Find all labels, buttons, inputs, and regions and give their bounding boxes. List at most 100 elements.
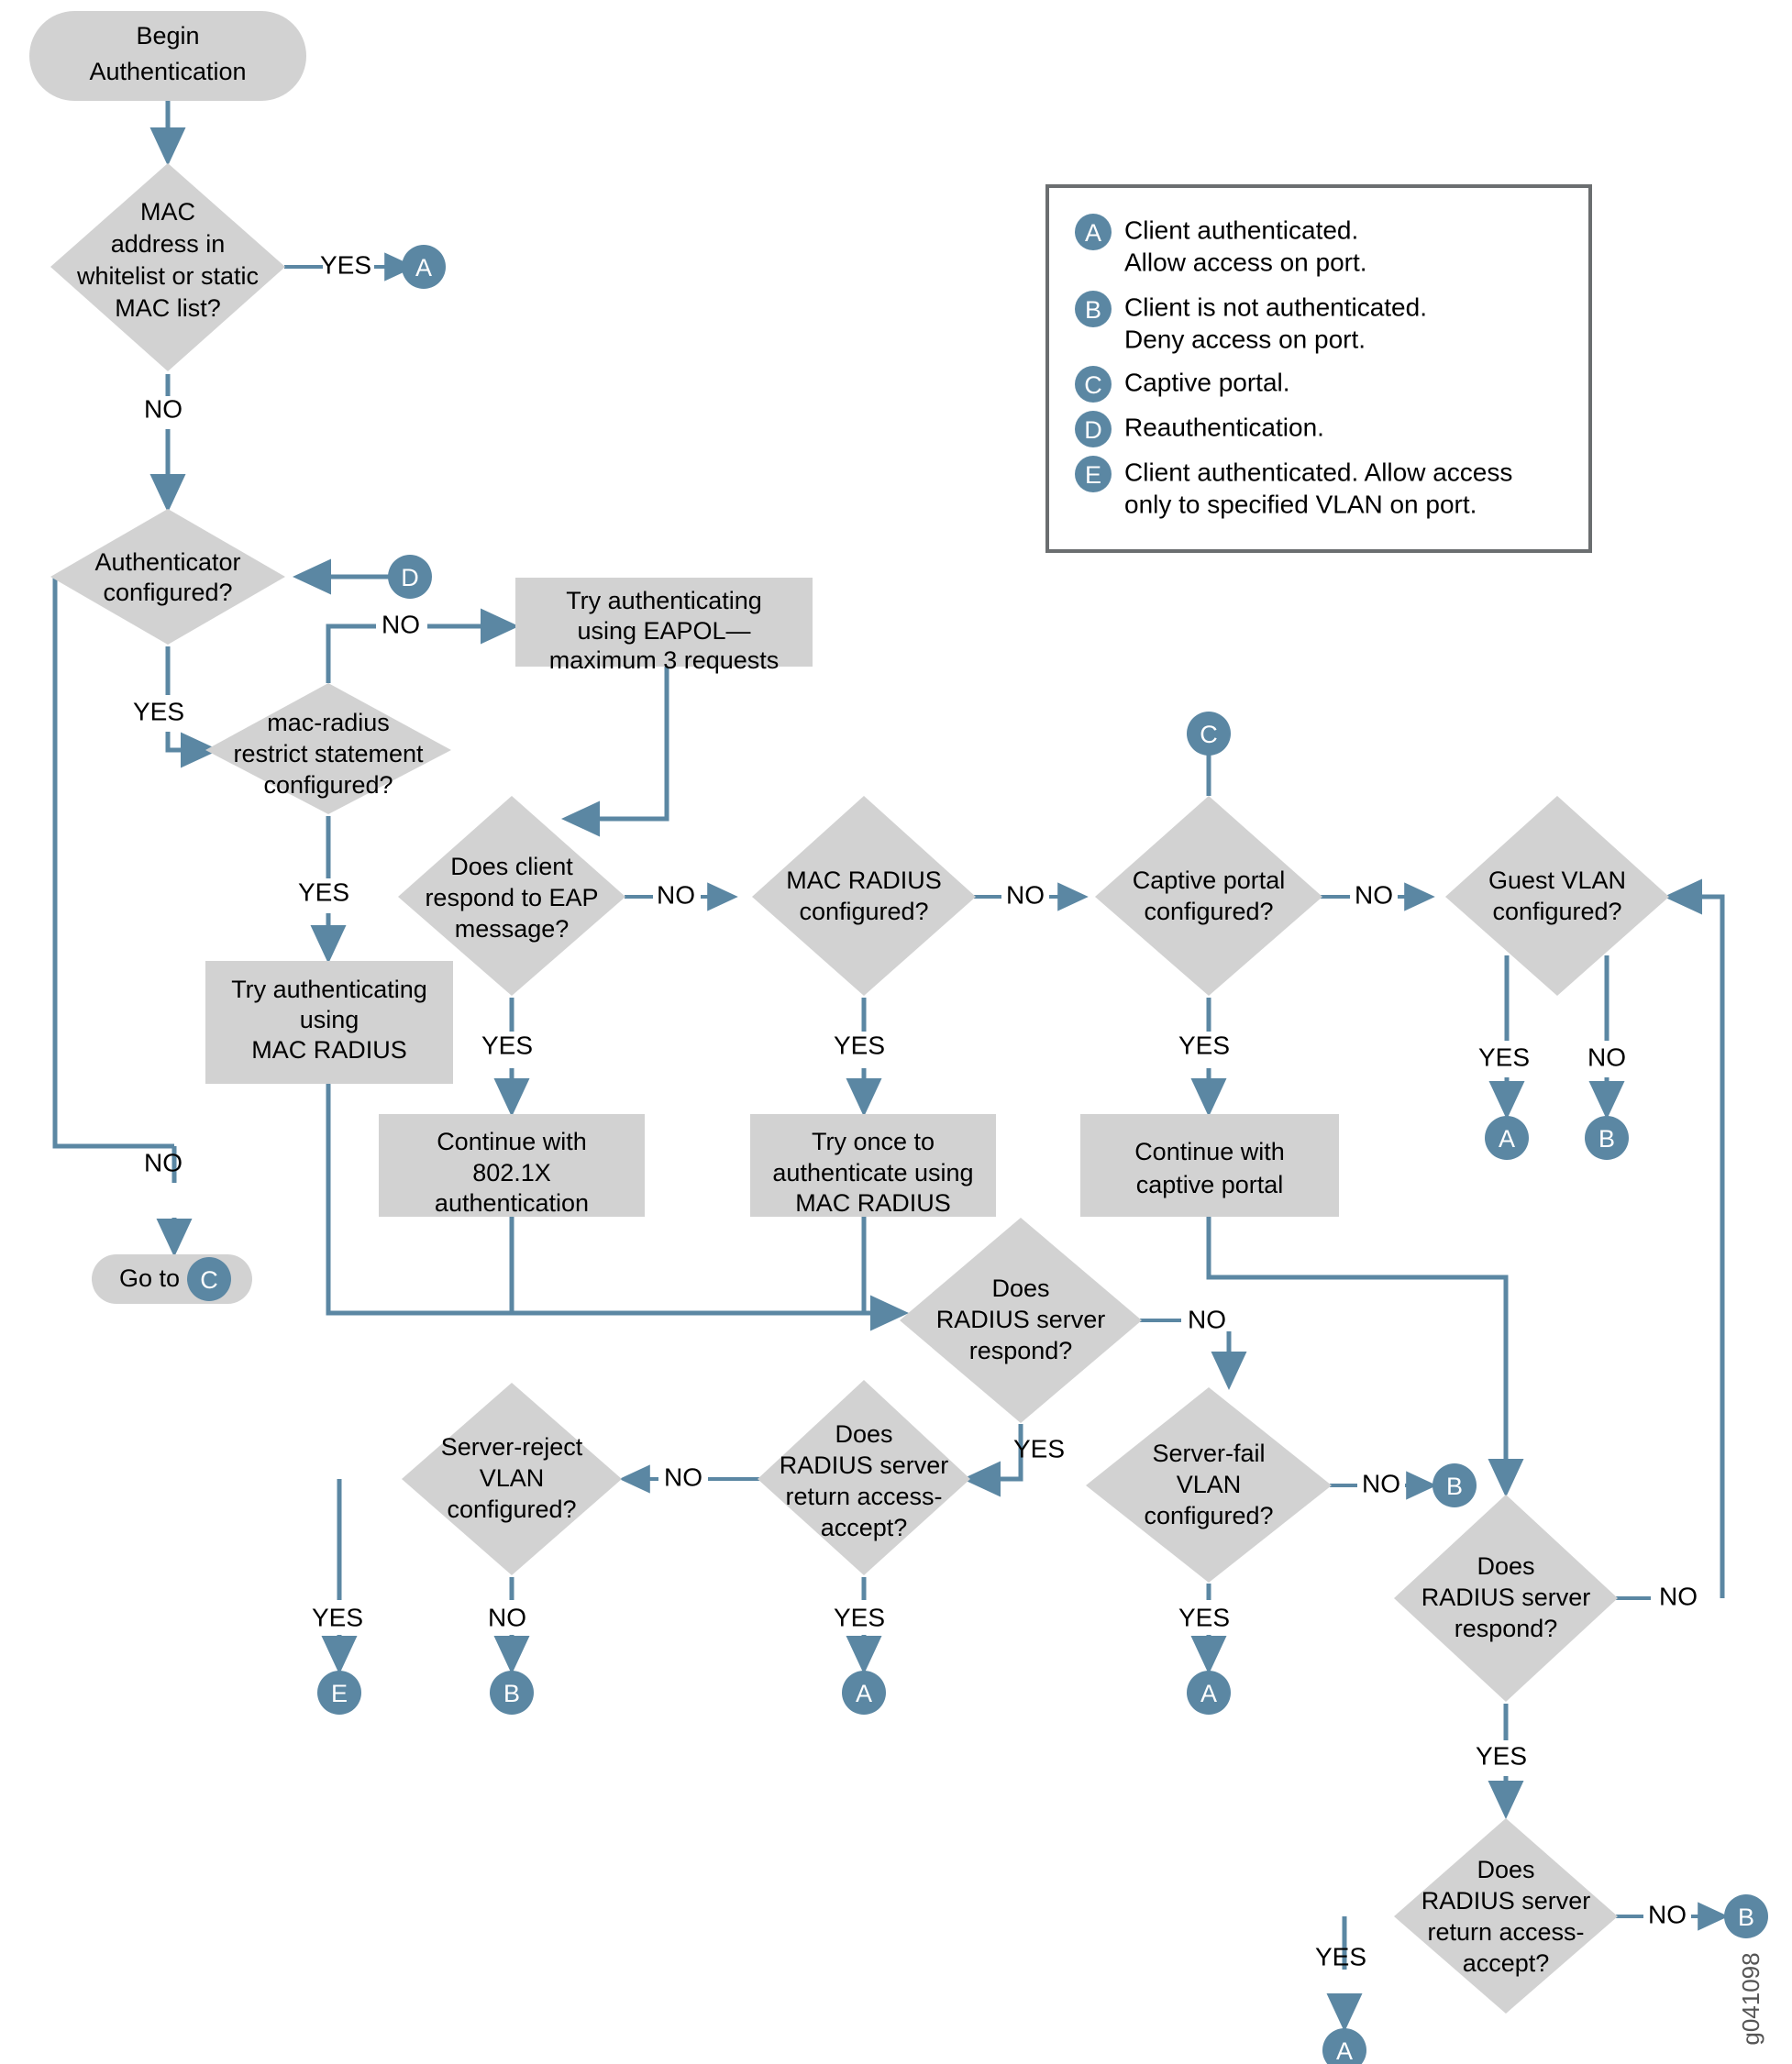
ref-a-accept1-letter: A: [856, 1680, 872, 1707]
ref-a-accept2-letter: A: [1336, 2037, 1353, 2064]
begin-line1: Begin: [136, 22, 199, 50]
label-mac-whitelist-no: NO: [144, 394, 183, 423]
begin-shape: [29, 11, 306, 101]
ref-a-server-fail[interactable]: A: [1187, 1671, 1231, 1715]
ref-e-server-reject[interactable]: E: [317, 1671, 361, 1715]
radius-respond-2-line2: RADIUS server: [1421, 1584, 1591, 1611]
continue-captive-line2: captive portal: [1136, 1171, 1284, 1198]
try-mac-radius-line1: Try authenticating: [231, 976, 427, 1003]
continue-captive-shape: [1080, 1114, 1339, 1217]
label-radius-respond2-no: NO: [1659, 1582, 1698, 1610]
radius-accept-1-line4: accept?: [821, 1514, 908, 1541]
mac-radius-cfg-line1: MAC RADIUS: [786, 866, 942, 894]
label-authenticator-no: NO: [144, 1148, 183, 1176]
node-try-mac-radius[interactable]: Try authenticating using MAC RADIUS: [205, 961, 453, 1084]
legend-item-c: C Captive portal.: [1075, 366, 1290, 403]
legend-item-a: A Client authenticated. Allow access on …: [1075, 214, 1367, 276]
connector-restrict-no-1: [326, 624, 376, 683]
restrict-shape: [205, 683, 451, 814]
label-client-eap-yes: YES: [481, 1031, 533, 1059]
radius-respond-1-line1: Does: [991, 1275, 1049, 1302]
label-authenticator-yes: YES: [133, 697, 184, 725]
label-server-fail-no: NO: [1362, 1469, 1400, 1497]
label-radius-respond1-no: NO: [1188, 1305, 1226, 1333]
legend-d-circle: [1075, 411, 1112, 447]
legend-d-letter: D: [1084, 416, 1102, 444]
node-radius-respond-2-decision[interactable]: Does RADIUS server respond?: [1394, 1495, 1618, 1702]
radius-accept-2-line3: return access-: [1427, 1918, 1584, 1946]
label-captive-portal-yes: YES: [1178, 1031, 1230, 1059]
try-mac-radius-line3: MAC RADIUS: [251, 1036, 407, 1064]
legend-b-circle: [1075, 291, 1112, 327]
label-restrict-yes: YES: [298, 877, 349, 906]
ref-a-top-circle: [402, 245, 446, 289]
ref-a-guest-letter: A: [1499, 1125, 1515, 1153]
server-reject-line3: configured?: [447, 1496, 576, 1523]
radius-accept-1-line3: return access-: [785, 1483, 942, 1510]
legend-item-d: D Reauthentication.: [1075, 411, 1324, 447]
ref-e-letter: E: [331, 1680, 348, 1707]
ref-a-radius-accept1[interactable]: A: [842, 1671, 886, 1715]
ref-b-guest-circle: [1585, 1116, 1629, 1160]
guest-vlan-line2: configured?: [1492, 898, 1621, 925]
guest-vlan-shape: [1445, 796, 1669, 996]
node-radius-accept-2-decision[interactable]: Does RADIUS server return access- accept…: [1394, 1818, 1618, 2014]
mac-whitelist-line2: address in: [111, 230, 226, 258]
node-try-once-mac-radius[interactable]: Try once to authenticate using MAC RADIU…: [750, 1114, 996, 1217]
label-mac-whitelist-yes: YES: [320, 250, 371, 279]
radius-respond-1-shape: [900, 1218, 1142, 1423]
connectors: [52, 101, 1729, 2033]
server-reject-line1: Server-reject: [441, 1433, 583, 1461]
ref-b-guest-letter: B: [1598, 1125, 1615, 1153]
label-radius-respond1-yes: YES: [1013, 1434, 1065, 1462]
ref-b-guest-vlan[interactable]: B: [1585, 1116, 1629, 1160]
try-once-line2: authenticate using: [772, 1159, 973, 1187]
label-restrict-no: NO: [382, 610, 420, 638]
node-mac-whitelist-decision[interactable]: MAC address in whitelist or static MAC l…: [50, 163, 285, 371]
node-continue-captive-portal[interactable]: Continue with captive portal: [1080, 1114, 1339, 1217]
ref-a-top[interactable]: A: [402, 245, 446, 289]
node-client-eap-decision[interactable]: Does client respond to EAP message?: [398, 796, 625, 996]
ref-b-radius-accept2[interactable]: B: [1724, 1894, 1768, 1938]
node-radius-respond-1-decision[interactable]: Does RADIUS server respond?: [900, 1218, 1142, 1423]
ref-b-accept2-letter: B: [1738, 1904, 1754, 1931]
label-server-reject-no: NO: [488, 1603, 526, 1631]
ref-b-fail-letter: B: [1446, 1473, 1463, 1500]
authenticator-shape: [50, 509, 285, 645]
try-mac-radius-shape: [205, 961, 453, 1084]
ref-b-fail-circle: [1432, 1463, 1477, 1507]
ref-a-guest-vlan[interactable]: A: [1485, 1116, 1529, 1160]
ref-d-authenticator[interactable]: D: [388, 555, 432, 599]
mac-radius-cfg-line2: configured?: [799, 898, 928, 925]
node-guest-vlan-decision[interactable]: Guest VLAN configured?: [1445, 796, 1669, 996]
try-eapol-line2: using EAPOL—: [577, 617, 750, 645]
ref-c-captive[interactable]: C: [1187, 712, 1231, 756]
node-go-to-c[interactable]: Go to C: [92, 1254, 252, 1304]
node-server-reject-vlan-decision[interactable]: Server-reject VLAN configured?: [402, 1383, 622, 1575]
server-fail-line1: Server-fail: [1152, 1440, 1265, 1467]
client-eap-line1: Does client: [450, 853, 573, 880]
continue-8021x-line2: 802.1X: [472, 1159, 551, 1187]
legend-a-letter: A: [1085, 219, 1101, 247]
restrict-line1: mac-radius: [267, 709, 390, 736]
node-begin-authentication[interactable]: Begin Authentication: [29, 11, 306, 101]
node-server-fail-vlan-decision[interactable]: Server-fail VLAN configured?: [1086, 1387, 1332, 1583]
node-radius-accept-1-decision[interactable]: Does RADIUS server return access- accept…: [758, 1380, 970, 1575]
go-to-c-ref-letter: C: [200, 1266, 218, 1294]
ref-b-server-reject[interactable]: B: [490, 1671, 534, 1715]
node-mac-radius-restrict-decision[interactable]: mac-radius restrict statement configured…: [205, 683, 451, 814]
label-client-eap-no: NO: [657, 880, 695, 909]
label-guest-vlan-yes: YES: [1478, 1043, 1530, 1071]
node-authenticator-decision[interactable]: Authenticator configured?: [50, 509, 285, 645]
client-eap-line3: message?: [455, 915, 570, 943]
radius-respond-2-line3: respond?: [1455, 1615, 1558, 1642]
node-try-eapol[interactable]: Try authenticating using EAPOL— maximum …: [515, 578, 813, 674]
legend-d-line1: Reauthentication.: [1124, 413, 1324, 441]
node-captive-portal-decision[interactable]: Captive portal configured?: [1095, 796, 1322, 996]
ref-c-captive-circle: [1187, 712, 1231, 756]
ref-a-radius-accept2[interactable]: A: [1322, 2028, 1366, 2064]
ref-b-server-fail[interactable]: B: [1432, 1463, 1477, 1507]
node-continue-8021x[interactable]: Continue with 802.1X authentication: [379, 1114, 645, 1217]
node-mac-radius-configured-decision[interactable]: MAC RADIUS configured?: [752, 796, 976, 996]
legend-e-circle: [1075, 456, 1112, 492]
